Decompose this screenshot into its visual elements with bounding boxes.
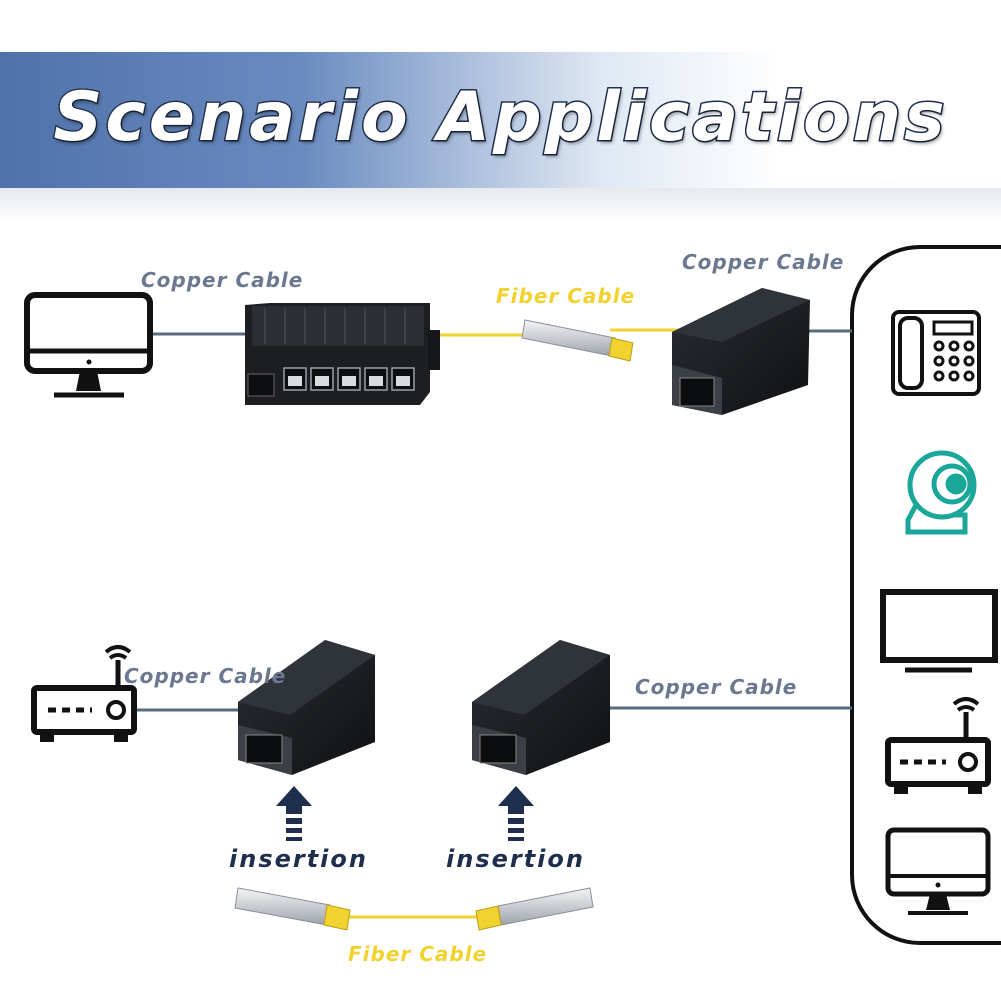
banner-shadow [0,188,1001,222]
ethernet-switch [245,303,440,405]
fiber-cable-label-bottom: Fiber Cable [348,942,488,966]
media-converter-top [672,288,810,415]
copper-cable-label-bottom-left: Copper Cable [124,664,287,688]
copper-cable-label-bottom-right: Copper Cable [635,675,798,699]
insertion-arrow-right [498,786,534,841]
cables [136,328,852,919]
insertion-label-right: insertion [446,845,585,873]
desk-phone-icon [891,310,981,396]
ip-camera-icon [905,450,977,535]
title-banner [0,52,1001,188]
page-title-text: Scenario Applications [52,77,948,159]
sfp-module-bottom-right [475,887,594,931]
desktop-monitor-icon [24,292,153,398]
copper-cable-label-top-right: Copper Cable [682,250,845,274]
desktop-monitor-panel-icon [885,827,991,915]
sfp-module-bottom-left [234,887,351,931]
media-converter-bottom-left [238,640,375,775]
insertion-arrow-left [276,786,312,841]
wifi-router-panel-icon [885,697,991,794]
insertion-label-left: insertion [229,845,368,873]
wifi-router-icon [31,645,137,742]
sfp-module-top [521,319,634,362]
copper-cable-label-top-left: Copper Cable [141,268,304,292]
page-title: Scenario Applications [0,77,1001,159]
tv-monitor-icon [880,589,998,673]
media-converter-bottom-right [472,640,610,775]
fiber-cable-label-top: Fiber Cable [496,284,636,308]
